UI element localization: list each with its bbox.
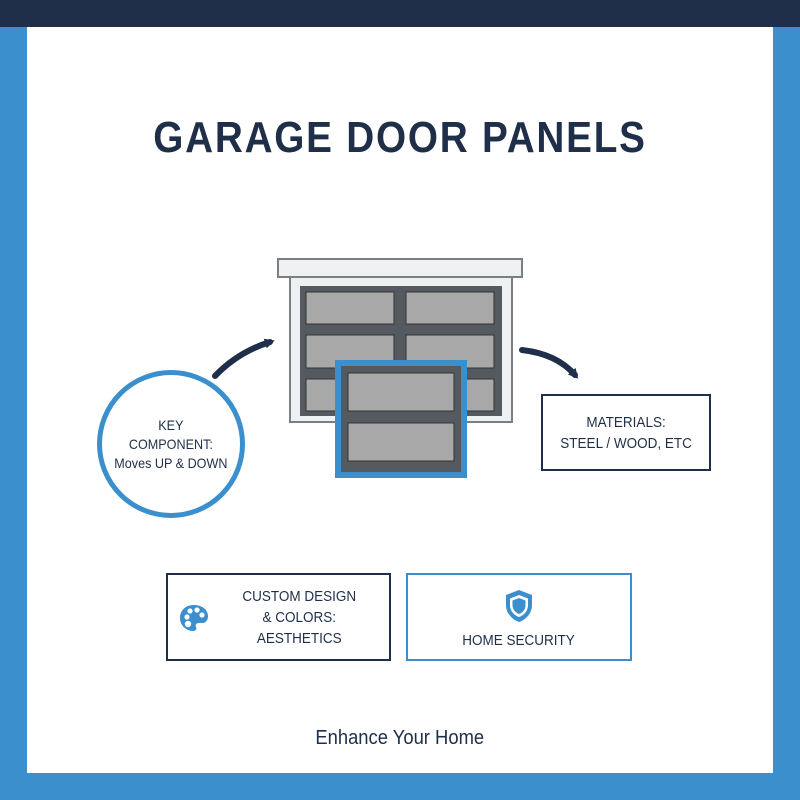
highlighted-panel	[347, 422, 455, 462]
custom-design-box: CUSTOM DESIGN & COLORS: AESTHETICS	[166, 573, 391, 661]
key-component-circle: KEY COMPONENT: Moves UP & DOWN	[97, 370, 245, 518]
custom-design-line: & COLORS:	[262, 608, 337, 626]
key-component-line: COMPONENT:	[128, 435, 213, 452]
top-bar	[0, 0, 800, 27]
page-title: GARAGE DOOR PANELS	[153, 113, 647, 162]
custom-design-line: CUSTOM DESIGN	[242, 587, 357, 605]
custom-design-line: AESTHETICS	[257, 629, 342, 647]
key-component-line: Moves UP & DOWN	[114, 454, 228, 471]
home-security-label: HOME SECURITY	[462, 631, 576, 649]
highlighted-panel	[347, 372, 455, 412]
garage-panel	[405, 291, 495, 325]
home-security-box: HOME SECURITY	[406, 573, 632, 661]
garage-header-beam	[277, 258, 523, 278]
shield-icon	[506, 589, 532, 622]
materials-value: STEEL / WOOD, ETC	[560, 434, 692, 452]
garage-panel	[305, 291, 395, 325]
tagline-text: Enhance Your Home	[315, 727, 485, 749]
materials-box: MATERIALS: STEEL / WOOD, ETC	[541, 394, 711, 471]
palette-icon	[180, 605, 208, 631]
tagline: Enhance Your Home	[0, 727, 800, 750]
arrow-to-door	[212, 338, 275, 379]
key-component-line: KEY	[158, 416, 184, 433]
arrow-to-materials	[519, 347, 579, 379]
materials-label: MATERIALS:	[586, 413, 666, 431]
